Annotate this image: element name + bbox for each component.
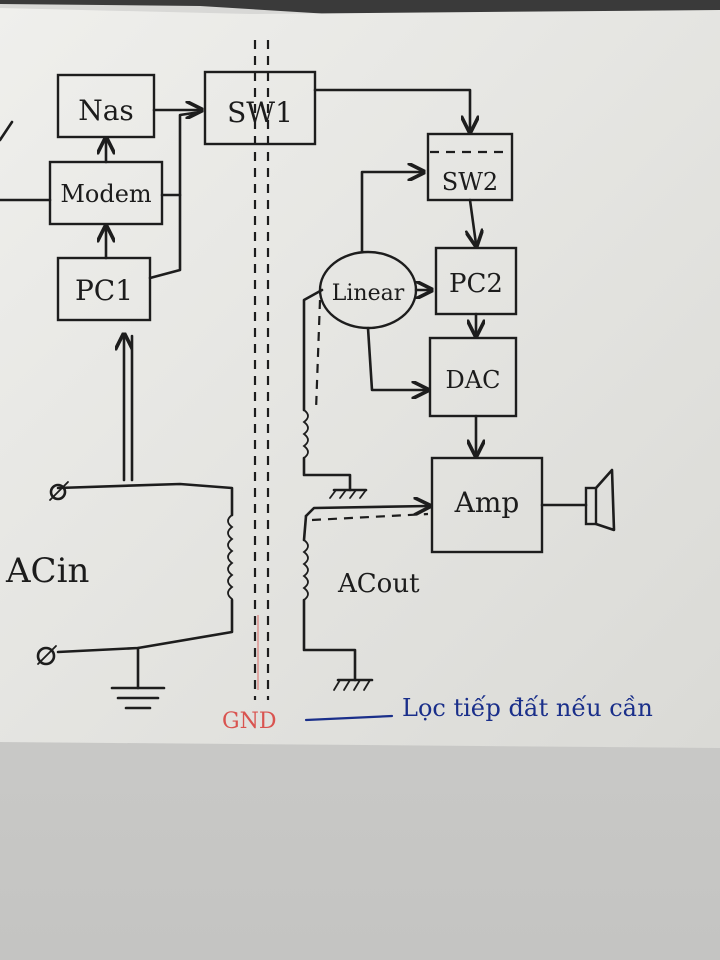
- pc2-label: PC2: [449, 269, 503, 299]
- dac-block: DAC: [428, 336, 518, 418]
- line-coil-to-ground-lower: [302, 598, 357, 682]
- line-pc1-to-sw1: [148, 193, 182, 280]
- right-coil-upper: [302, 409, 309, 459]
- ground-symbol-lower: [333, 678, 374, 691]
- line-linear-to-coil: [302, 288, 324, 412]
- speaker-icon: [540, 468, 616, 532]
- ac-in-label: ACin: [5, 551, 89, 591]
- gnd-note-text: Lọc tiếp đất nếu cần: [402, 694, 653, 722]
- sw2-label: SW2: [442, 168, 498, 196]
- linear-label: Linear: [332, 281, 405, 306]
- line-acout-to-amp-dashed: [311, 512, 429, 522]
- line-modem-to-sw1: [160, 110, 202, 197]
- line-sw1-to-sw2: [313, 88, 470, 130]
- gnd-note-underline: [304, 714, 394, 722]
- ac-in-terminal-bottom: [36, 645, 57, 666]
- nas-label: Nas: [78, 94, 134, 127]
- left-coil: [227, 514, 234, 600]
- sw1-block: SW1: [203, 70, 317, 146]
- gnd-label: GND: [222, 709, 276, 734]
- amp-label: Amp: [454, 486, 520, 519]
- pc1-label: PC1: [75, 274, 133, 307]
- line-linear-to-sw2: [360, 172, 422, 254]
- sw1-label: SW1: [227, 96, 293, 129]
- line-acout-to-amp: [304, 506, 428, 518]
- ground-symbol-acin: [110, 686, 166, 710]
- ac-in-terminal-top: [49, 481, 69, 501]
- ac-in-top-wire: [56, 482, 234, 517]
- ac-out-label: ACout: [337, 569, 420, 599]
- top-dark-edge: [0, 0, 720, 14]
- pc1-block: PC1: [56, 256, 152, 322]
- ground-symbol-upper: [329, 488, 368, 499]
- modem-label: Modem: [60, 180, 152, 208]
- line-linear-to-dac: [366, 326, 426, 390]
- right-coil-lower: [302, 539, 309, 601]
- nas-block: Nas: [56, 73, 156, 139]
- left-stub-top: [0, 120, 14, 142]
- line-linear-to-coil-dashed: [314, 299, 322, 411]
- line-coil-to-ground-upper: [302, 456, 352, 492]
- dac-label: DAC: [446, 366, 501, 394]
- line-acout-left: [302, 514, 308, 542]
- arrow-sw2-to-pc2: [470, 198, 476, 244]
- ac-in-bottom-wire: [56, 598, 234, 654]
